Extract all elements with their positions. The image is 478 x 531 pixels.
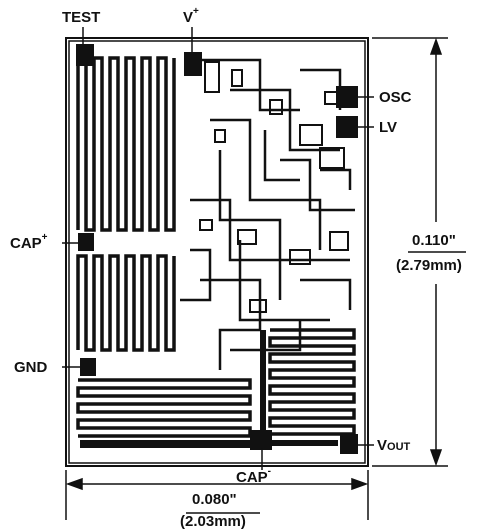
height-dimension (372, 37, 466, 467)
capacitor-block-upper (76, 56, 176, 232)
pin-leaders (62, 27, 374, 470)
capacitor-block-lower-left (76, 378, 252, 438)
pin-label-vout: VOUT (377, 437, 411, 454)
width-inches-label: 0.080" (192, 491, 237, 508)
pin-label-test: TEST (62, 9, 101, 26)
logic-cell-8 (237, 229, 257, 245)
bond-pad-osc (336, 86, 358, 108)
capacitor-block-lower-right (268, 328, 356, 436)
logic-cell-11 (249, 299, 267, 313)
pin-label-gnd: GND (14, 359, 48, 376)
logic-cell-7 (319, 147, 345, 169)
pin-label-lv: LV (379, 119, 398, 136)
logic-trace-11 (180, 248, 212, 302)
arrow-right-icon (351, 477, 369, 491)
center-bus (260, 330, 266, 440)
pin-label-osc: OSC (379, 89, 412, 106)
pin-label-cap-minus: CAP- (236, 466, 272, 486)
logic-cell-3 (299, 124, 323, 146)
ground-rail (80, 440, 250, 448)
logic-trace-12 (263, 130, 300, 182)
logic-cell-6 (269, 99, 283, 115)
logic-cell-2 (231, 69, 243, 87)
pin-label-cap-plus: CAP+ (10, 232, 48, 252)
bond-pad-test (76, 44, 94, 66)
height-mm-label: (2.79mm) (396, 257, 462, 274)
arrow-up-icon (429, 37, 443, 55)
bond-pad-vout (340, 434, 358, 454)
bond-pad-gnd (80, 358, 96, 376)
logic-trace-8 (280, 158, 355, 212)
output-rail (268, 440, 338, 446)
width-mm-label: (2.03mm) (180, 513, 246, 530)
capacitor-block-middle (76, 254, 176, 352)
die-area (68, 40, 366, 464)
logic-trace-14 (230, 320, 302, 352)
logic-trace-1 (200, 58, 300, 112)
bond-pad-lv (336, 116, 358, 138)
logic-trace-13 (320, 168, 352, 190)
width-dimension (65, 470, 369, 520)
logic-cell-5 (214, 129, 226, 143)
arrow-left-icon (65, 477, 83, 491)
bond-pad-cap-plus (78, 233, 94, 251)
logic-trace-2 (210, 118, 322, 250)
pin-label-vplus: V+ (183, 6, 199, 26)
logic-cell-1 (204, 61, 220, 93)
logic-cell-10 (329, 231, 349, 251)
bond-pads (76, 44, 358, 454)
logic-trace-3 (230, 88, 340, 152)
bond-pad-vplus (184, 52, 202, 76)
logic-cell-9 (289, 249, 311, 265)
height-inches-label: 0.110" (412, 232, 456, 249)
logic-cell-12 (199, 219, 213, 231)
logic-trace-10 (300, 278, 352, 310)
arrow-down-icon (429, 449, 443, 467)
